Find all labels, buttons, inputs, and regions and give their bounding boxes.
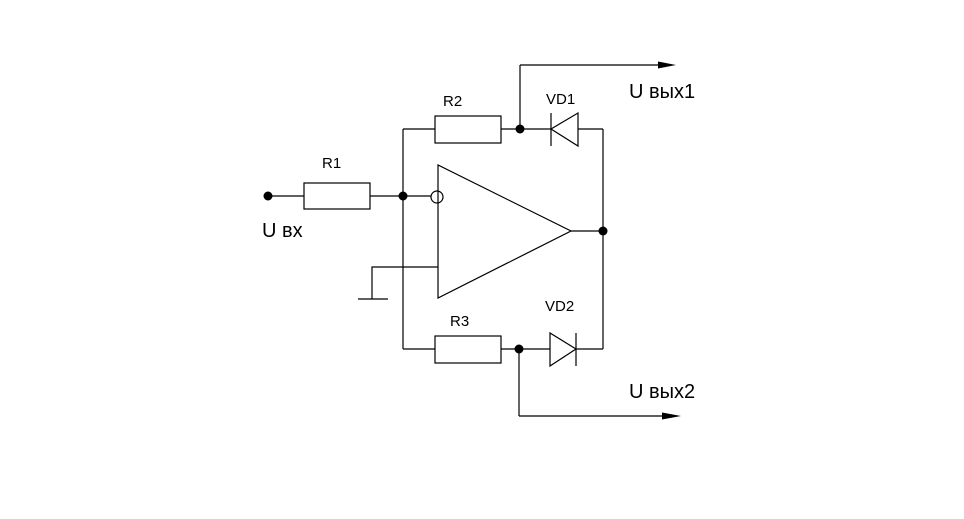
label-vd1: VD1 (546, 91, 575, 108)
op-amp (437, 164, 573, 299)
label-vd2: VD2 (545, 298, 574, 315)
label-r2: R2 (443, 93, 462, 110)
wire-noninverting (371, 266, 438, 299)
arrow-out2-icon (662, 412, 681, 420)
arrow-out1-icon (658, 61, 676, 69)
label-u-out1: U вых1 (629, 81, 695, 103)
resistor-r2 (434, 115, 502, 144)
diode-vd1 (549, 111, 579, 148)
inverting-input-circle (430, 190, 444, 204)
diode-vd2 (549, 331, 578, 368)
label-r1: R1 (322, 155, 341, 172)
junction-opamp-out (598, 226, 608, 236)
label-u-out2: U вых2 (629, 381, 695, 403)
label-u-in: U вх (262, 220, 303, 242)
resistor-r3 (434, 335, 502, 364)
label-r3: R3 (450, 313, 469, 330)
resistor-r1 (303, 182, 371, 210)
